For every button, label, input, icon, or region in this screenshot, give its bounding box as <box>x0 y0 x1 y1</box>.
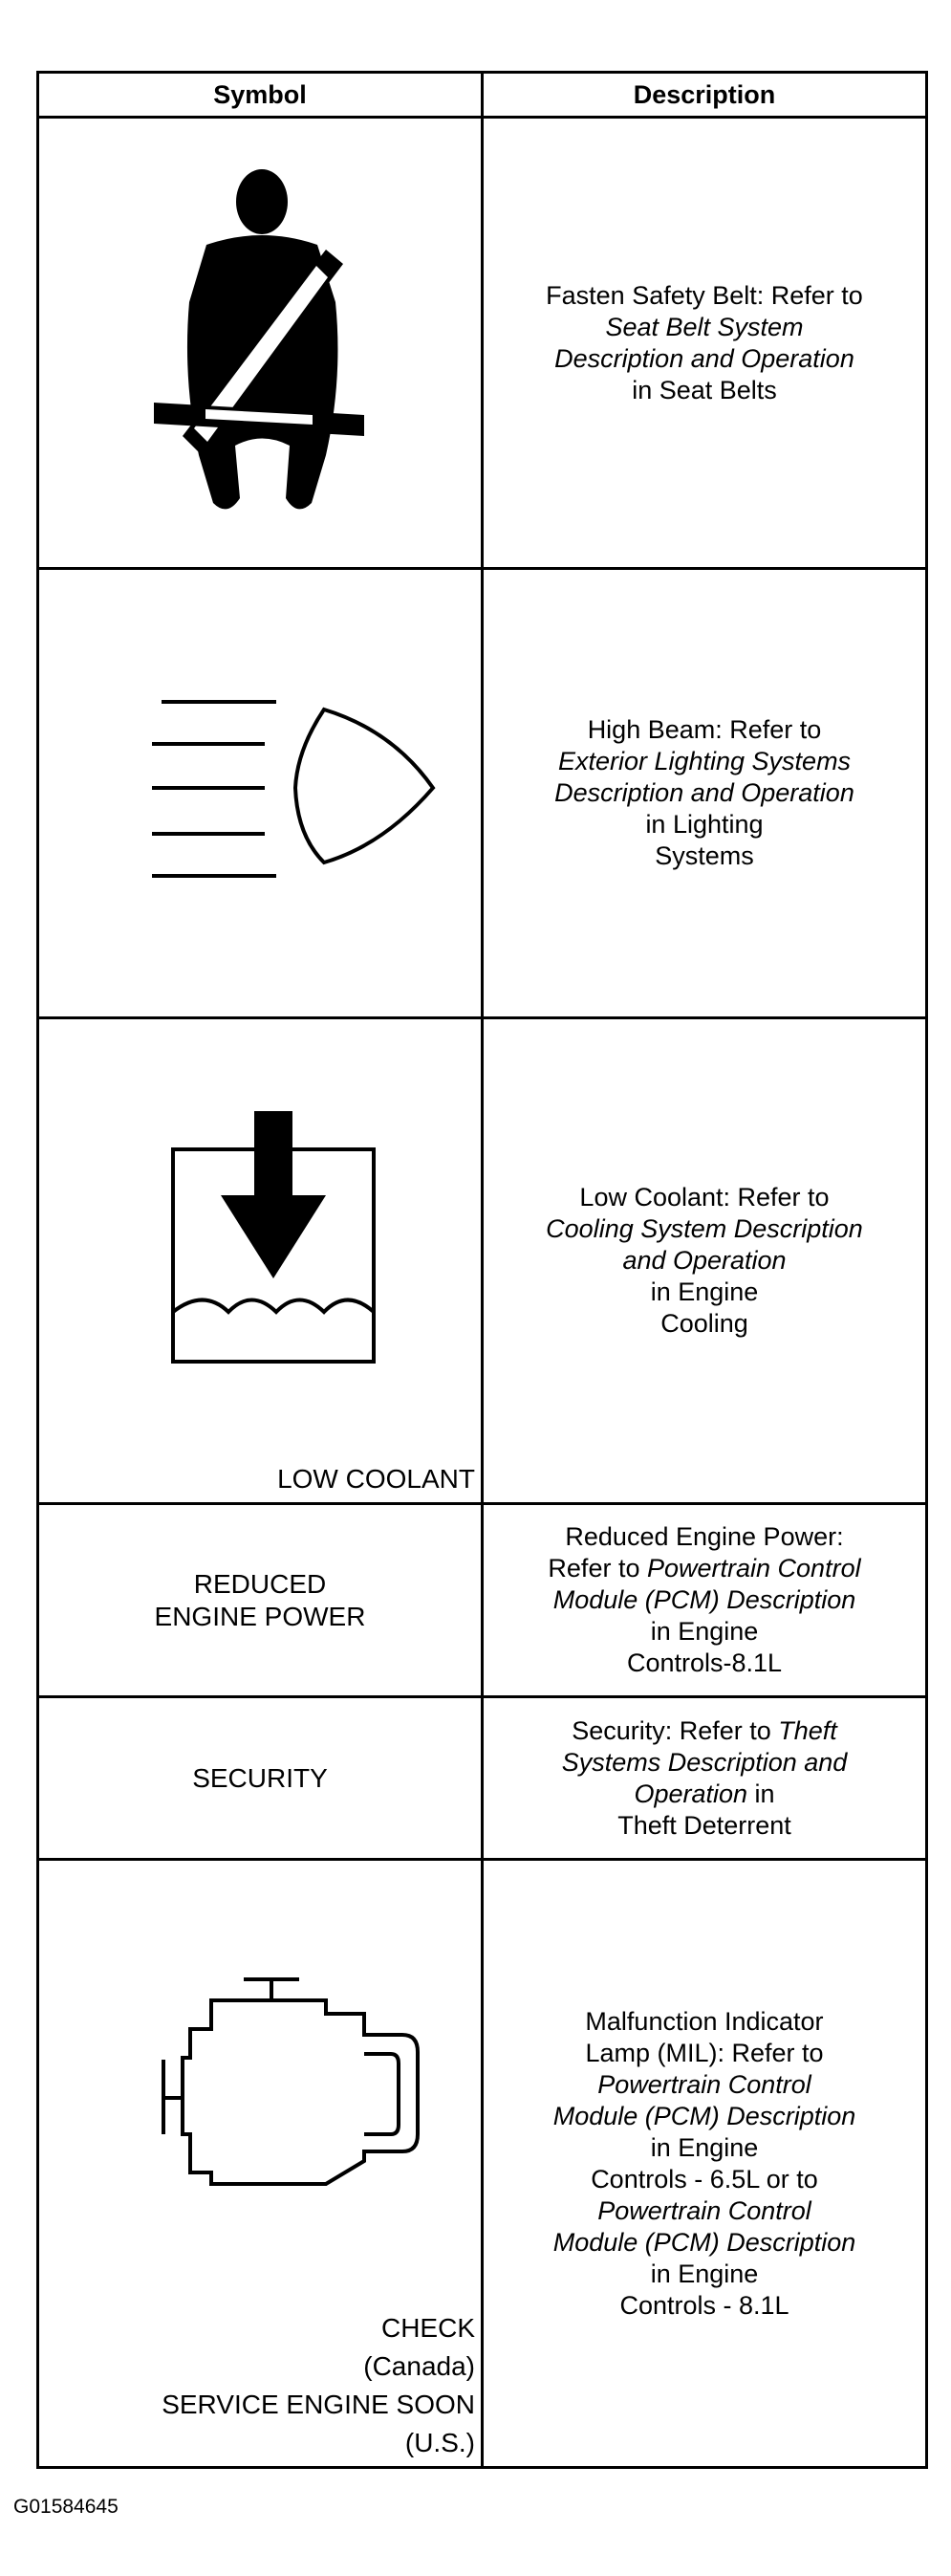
symbol-cell-check-engine: CHECK (Canada) SERVICE ENGINE SOON (U.S.… <box>36 1858 484 2469</box>
desc-line: Reduced Engine Power: <box>565 1522 844 1551</box>
check-engine-label: CHECK (Canada) SERVICE ENGINE SOON (U.S.… <box>162 2309 475 2462</box>
desc-line: and Operation <box>622 1246 787 1275</box>
symbol-label: SECURITY <box>192 1762 328 1793</box>
desc-line: Systems Description and <box>561 1747 848 1777</box>
desc-line: Description and Operation <box>554 343 854 373</box>
desc-line: Cooling <box>660 1309 748 1338</box>
desc-line: Controls-8.1L <box>626 1648 783 1677</box>
desc-line: Module (PCM) Description <box>552 2101 856 2130</box>
desc-line: Controls - 6.5L or to <box>591 2164 818 2194</box>
symbol-label: REDUCED <box>193 1568 327 1599</box>
desc-line: in Seat Belts <box>632 375 777 404</box>
description-check-engine: Malfunction Indicator Lamp (MIL): Refer … <box>481 1858 928 2469</box>
desc-line: Fasten Safety Belt: Refer to <box>546 280 863 310</box>
desc-line: in Engine <box>650 2259 759 2288</box>
symbol-label: SERVICE ENGINE SOON <box>162 2390 475 2419</box>
table-row: SECURITY Security: Refer to Theft System… <box>36 1695 928 1861</box>
symbol-label: (U.S.) <box>404 2428 475 2457</box>
seat-belt-icon <box>39 159 481 527</box>
symbol-cell-security: SECURITY <box>36 1695 484 1861</box>
desc-line: Description and Operation <box>554 778 854 807</box>
desc-line: in Engine <box>650 1617 759 1646</box>
low-coolant-label: LOW COOLANT <box>277 1464 475 1494</box>
engine-icon <box>39 1972 481 2196</box>
table-header-row: Symbol Description <box>36 71 928 119</box>
low-coolant-icon <box>39 1111 481 1374</box>
desc-line: in Lighting <box>645 810 764 839</box>
table-row: High Beam: Refer to Exterior Lighting Sy… <box>36 567 928 1019</box>
symbol-cell-reduced-engine-power: REDUCED ENGINE POWER <box>36 1502 484 1698</box>
table-row: Fasten Safety Belt: Refer to Seat Belt S… <box>36 116 928 570</box>
desc-text: Operation <box>634 1779 748 1808</box>
desc-text: Refer to <box>548 1554 640 1583</box>
figure-id: G01584645 <box>13 2496 119 2518</box>
header-description: Description <box>481 71 928 119</box>
desc-line: Controls - 8.1L <box>619 2290 789 2320</box>
desc-text: in <box>754 1779 775 1808</box>
desc-line: Lamp (MIL): Refer to <box>585 2038 824 2067</box>
description-high-beam: High Beam: Refer to Exterior Lighting Sy… <box>481 567 928 1019</box>
desc-line: Powertrain Control <box>597 2195 811 2225</box>
table-row: CHECK (Canada) SERVICE ENGINE SOON (U.S.… <box>36 1858 928 2469</box>
desc-line: in Engine <box>650 1277 759 1306</box>
table-row: REDUCED ENGINE POWER Reduced Engine Powe… <box>36 1502 928 1698</box>
desc-line: Seat Belt System <box>605 312 804 341</box>
desc-line: Cooling System Description <box>546 1214 863 1243</box>
desc-line: Exterior Lighting Systems <box>557 747 852 775</box>
desc-text: Security: Refer to <box>572 1715 771 1745</box>
symbol-cell-high-beam <box>36 567 484 1019</box>
symbol-table-container: Symbol Description Fast <box>36 71 928 2471</box>
desc-text: Theft <box>778 1715 837 1745</box>
desc-line: Module (PCM) Description <box>552 2227 856 2257</box>
desc-line: Powertrain Control <box>597 2069 811 2099</box>
desc-line: Malfunction Indicator <box>585 2006 824 2036</box>
symbol-label: ENGINE POWER <box>154 1601 366 1631</box>
desc-line: Systems <box>655 841 754 870</box>
symbol-table: Symbol Description Fast <box>36 71 928 2469</box>
desc-text: Powertrain Control <box>646 1554 861 1583</box>
table-row: LOW COOLANT Low Coolant: Refer to Coolin… <box>36 1016 928 1505</box>
description-low-coolant: Low Coolant: Refer to Cooling System Des… <box>481 1016 928 1505</box>
desc-line: Module (PCM) Description <box>552 1585 856 1614</box>
description-seat-belt: Fasten Safety Belt: Refer to Seat Belt S… <box>481 116 928 570</box>
symbol-label: CHECK <box>380 2313 475 2343</box>
symbol-cell-seat-belt <box>36 116 484 570</box>
desc-line: High Beam: Refer to <box>587 715 822 744</box>
desc-line: Theft Deterrent <box>617 1810 791 1840</box>
symbol-label: (Canada) <box>363 2351 475 2381</box>
symbol-cell-low-coolant: LOW COOLANT <box>36 1016 484 1505</box>
high-beam-icon <box>39 692 481 907</box>
description-reduced-engine-power: Reduced Engine Power: Refer to Powertrai… <box>481 1502 928 1698</box>
desc-line: in Engine <box>650 2132 759 2162</box>
description-security: Security: Refer to Theft Systems Descrip… <box>481 1695 928 1861</box>
desc-line: Low Coolant: Refer to <box>579 1183 830 1212</box>
header-symbol: Symbol <box>36 71 484 119</box>
